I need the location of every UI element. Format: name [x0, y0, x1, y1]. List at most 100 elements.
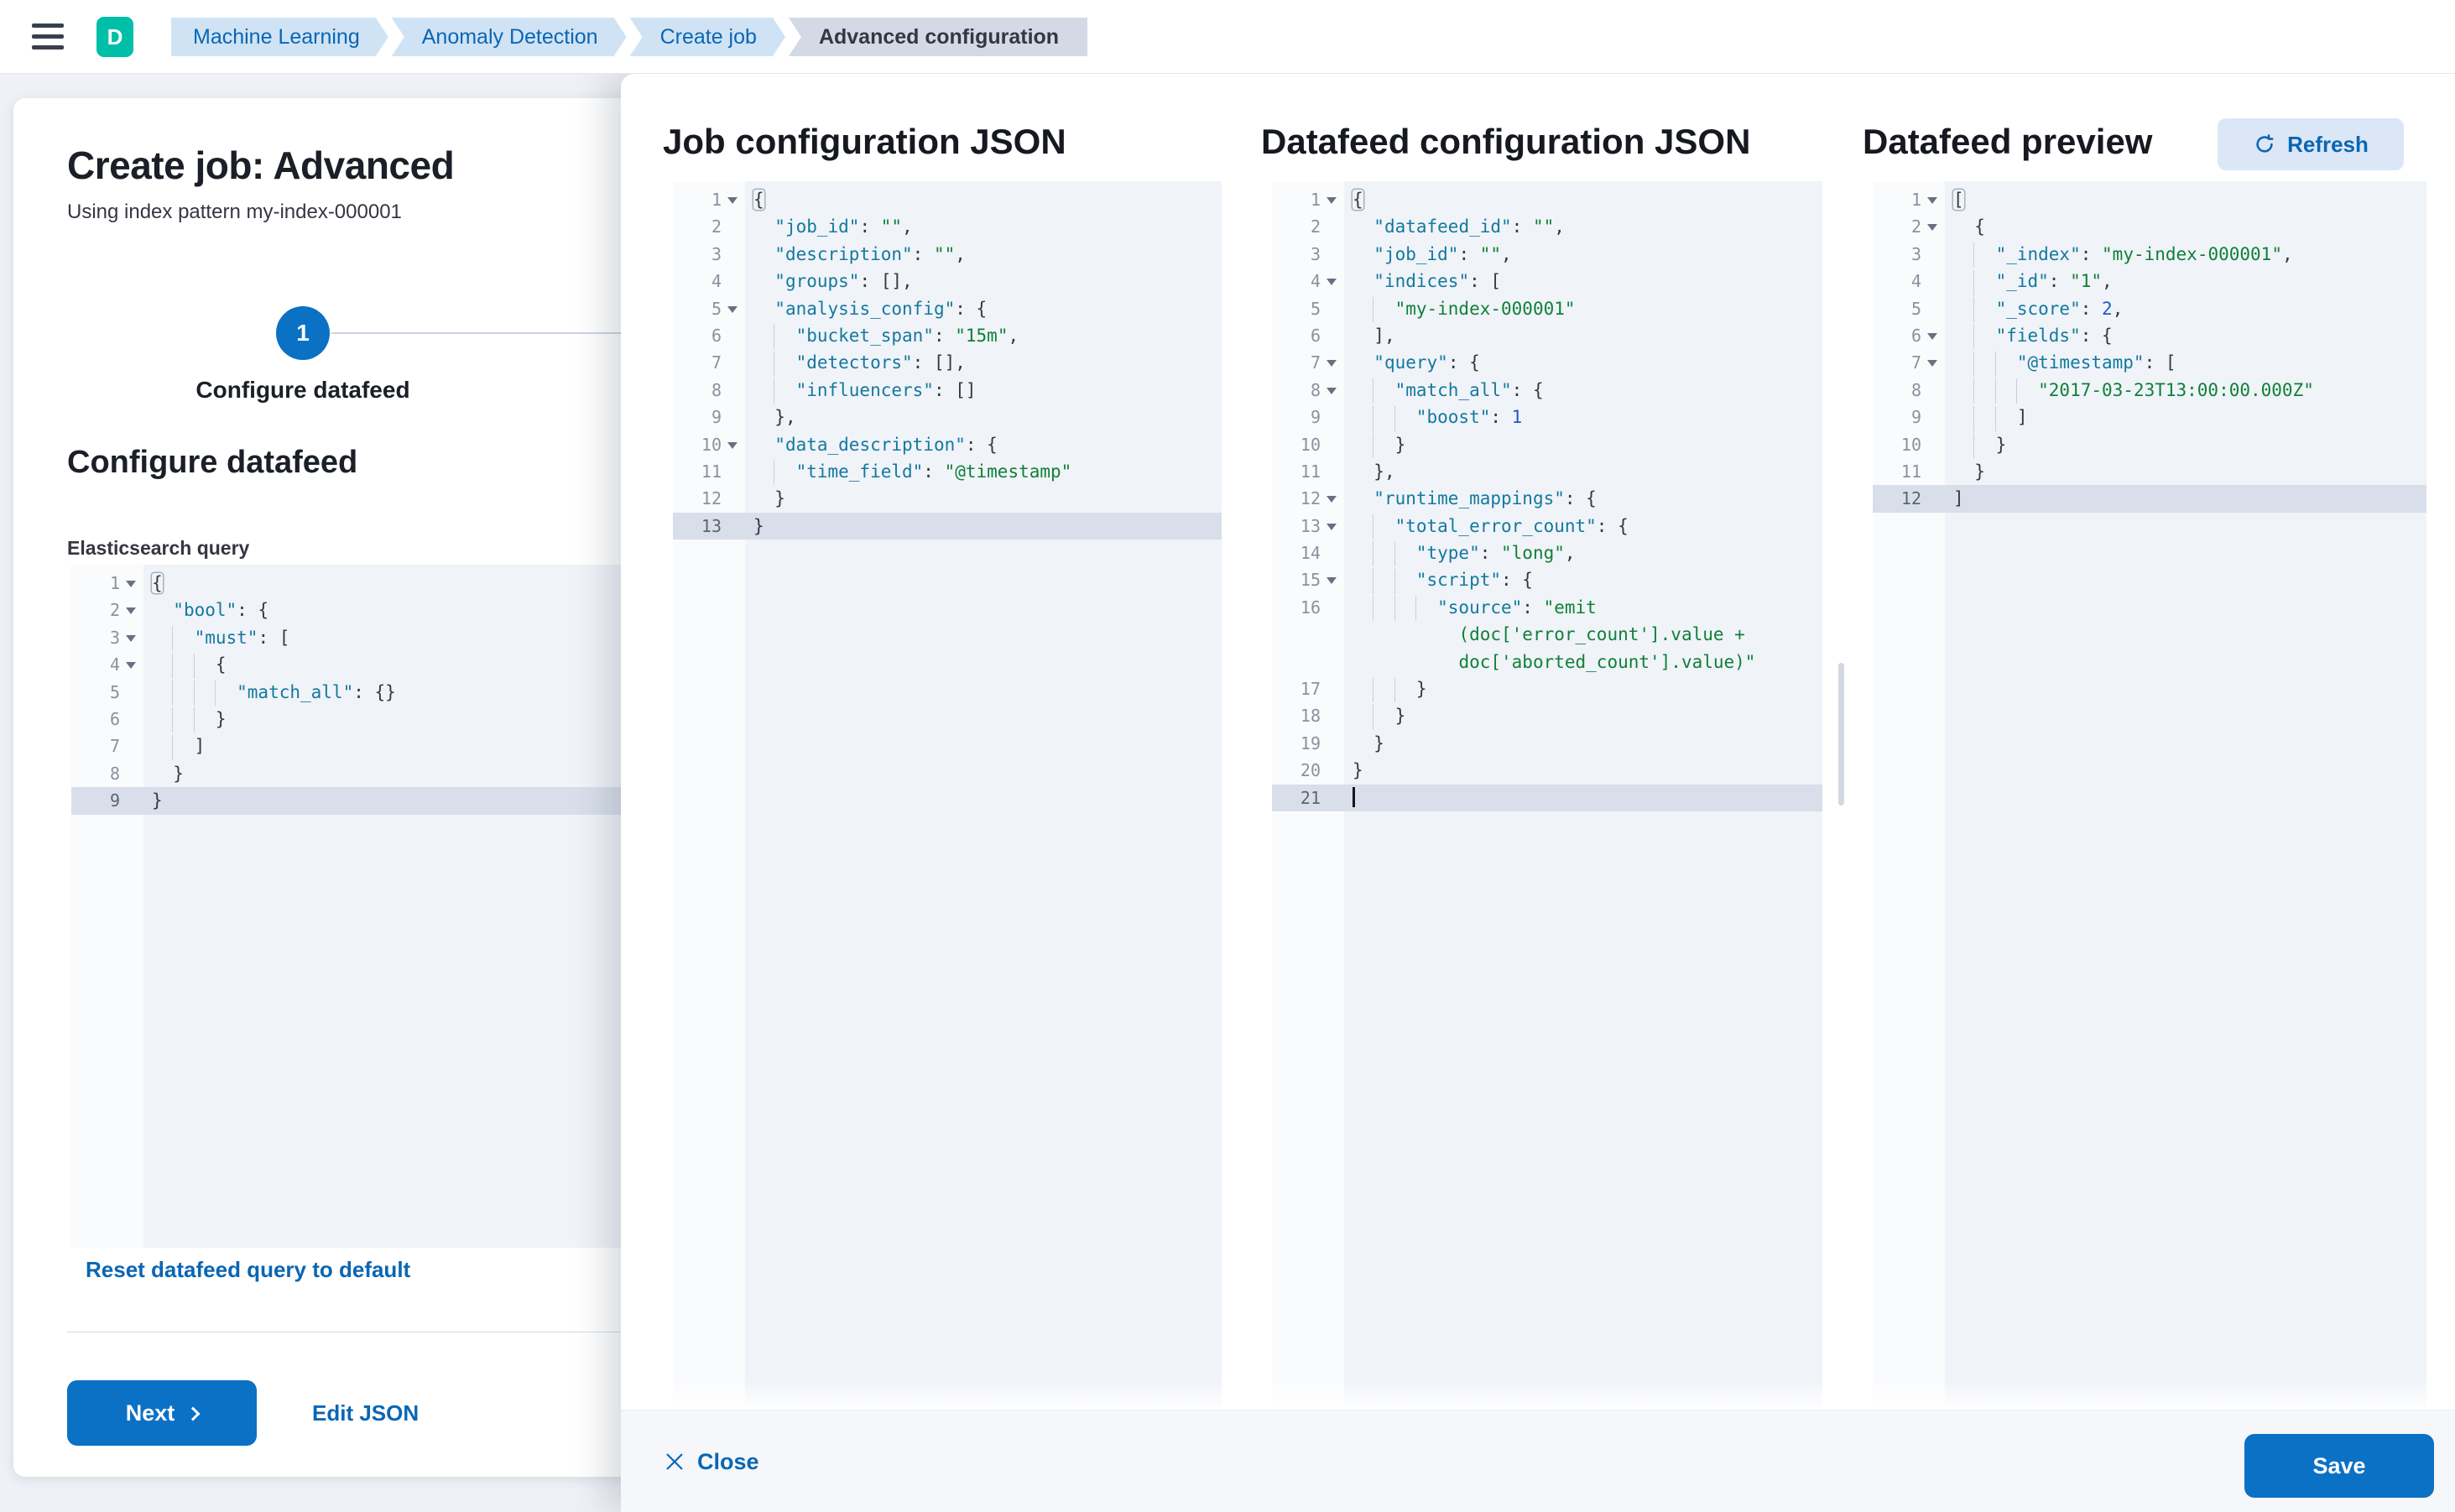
create-job-panel: Create job: Advanced Using index pattern… — [13, 98, 634, 1477]
fold-arrow-icon[interactable] — [1927, 197, 1937, 204]
code-line: 6 "fields": { — [1873, 322, 2426, 349]
code-line: 5 "_score": 2, — [1873, 295, 2426, 322]
user-avatar[interactable]: D — [96, 17, 133, 57]
code-line: 2 "job_id": "", — [711, 216, 913, 237]
fold-arrow-icon[interactable] — [126, 607, 136, 615]
code-line: (doc['error_count'].value + — [1458, 624, 1745, 645]
breadcrumb-anomaly-detection[interactable]: Anomaly Detection — [392, 18, 627, 56]
code-line: 6 } — [71, 706, 621, 733]
job-configuration-json-editor[interactable]: 1{ 2 "job_id": "", 3 "description": "", 4 "… — [673, 181, 1222, 1410]
code-line: 8 "2017-03-23T13:00:00.000Z" — [1873, 377, 2426, 404]
close-button[interactable]: Close — [665, 1439, 759, 1484]
breadcrumb-create-job[interactable]: Create job — [630, 18, 785, 56]
save-button[interactable]: Save — [2244, 1434, 2434, 1498]
code-line: 17 } — [1272, 675, 1822, 702]
code-line: 1[ — [1910, 190, 1964, 210]
next-button-label: Next — [125, 1400, 175, 1426]
code-line: 10 "data_description": { — [701, 434, 998, 455]
menu-hamburger-icon[interactable] — [32, 23, 64, 52]
fold-arrow-icon[interactable] — [126, 662, 136, 670]
code-line: 10 } — [1873, 431, 2426, 458]
code-line: 5 "analysis_config": { — [711, 298, 988, 319]
fold-arrow-icon[interactable] — [1327, 387, 1337, 394]
breadcrumb-machine-learning[interactable]: Machine Learning — [171, 18, 388, 56]
datafeed-preview-editor[interactable]: 1[ 2 { 3 "_index": "my-index-000001",4 "_i… — [1873, 181, 2426, 1410]
datafeed-configuration-json-title: Datafeed configuration JSON — [1261, 122, 1751, 161]
code-line: 2 "datafeed_id": "", — [1310, 216, 1565, 237]
flyout-footer: Close Save — [621, 1410, 2455, 1512]
code-line: 4 "_id": "1", — [1873, 268, 2426, 295]
fold-arrow-icon[interactable] — [727, 305, 738, 313]
fold-arrow-icon[interactable] — [1327, 197, 1337, 204]
code-line: 1{ — [109, 573, 163, 593]
code-line: 14 "type": "long", — [1272, 540, 1822, 566]
code-line: 13 "total_error_count": { — [1272, 513, 1822, 540]
code-line: 1{ — [1310, 190, 1363, 210]
code-line: 6 ], — [1310, 325, 1395, 346]
code-line: 10 } — [1272, 431, 1822, 458]
code-line: 2 { — [1910, 216, 1985, 237]
breadcrumb: Machine Learning Anomaly Detection Creat… — [171, 18, 1088, 56]
breadcrumb-advanced-configuration: Advanced configuration — [788, 18, 1088, 56]
code-line: 13} — [673, 512, 1222, 540]
fold-arrow-icon[interactable] — [126, 634, 136, 642]
code-line: 8 } — [109, 763, 184, 784]
fold-arrow-icon[interactable] — [727, 441, 738, 449]
step-1-indicator[interactable]: 1 — [276, 306, 330, 360]
code-line: 3 "description": "", — [711, 243, 966, 264]
code-line: 5 "match_all": {} — [71, 679, 621, 706]
code-line: 9} — [71, 787, 621, 815]
fold-arrow-icon[interactable] — [1927, 360, 1937, 368]
code-line: 12 "runtime_mappings": { — [1300, 488, 1597, 509]
chevron-right-icon — [185, 1406, 201, 1421]
fold-arrow-icon[interactable] — [1327, 523, 1337, 530]
code-line: 18 } — [1272, 702, 1822, 729]
refresh-icon — [2256, 134, 2274, 153]
code-line: 11 }, — [1300, 461, 1395, 482]
scrollbar-thumb[interactable] — [1838, 663, 1844, 806]
elasticsearch-query-editor[interactable]: 1{2 "bool": {3 "must": [4 {5 "match_all"… — [71, 565, 621, 1248]
next-button[interactable]: Next — [67, 1380, 257, 1446]
code-line: 9 }, — [711, 407, 796, 428]
fold-arrow-icon[interactable] — [1927, 332, 1937, 340]
code-line: 20} — [1300, 760, 1363, 781]
step-progress-line — [331, 332, 621, 334]
fold-arrow-icon[interactable] — [1327, 496, 1337, 503]
datafeed-configuration-json-editor[interactable]: 1{2 "datafeed_id": "",3 "job_id": "",4 "… — [1272, 181, 1822, 1410]
edit-json-link[interactable]: Edit JSON — [312, 1400, 420, 1426]
code-line: 4 { — [71, 651, 621, 678]
code-line: 4 "indices": [ — [1310, 271, 1502, 292]
code-line: 7 "query": { — [1310, 352, 1480, 373]
close-button-label: Close — [697, 1448, 759, 1474]
reset-datafeed-query-link[interactable]: Reset datafeed query to default — [86, 1257, 411, 1282]
code-line: 15 "script": { — [1272, 566, 1822, 593]
advanced-job-flyout: Job configuration JSON Datafeed configur… — [621, 74, 2455, 1512]
code-line: 1{ — [711, 190, 764, 210]
fold-arrow-icon[interactable] — [126, 581, 136, 587]
fold-arrow-icon[interactable] — [1327, 360, 1337, 368]
code-line: 3 "_index": "my-index-000001", — [1873, 241, 2426, 268]
fold-arrow-icon[interactable] — [727, 197, 738, 204]
elasticsearch-query-label: Elasticsearch query — [67, 537, 250, 559]
code-line: 6 "bucket_span": "15m", — [673, 322, 1222, 349]
refresh-button[interactable]: Refresh — [2218, 118, 2404, 170]
code-line: 21 — [1272, 784, 1822, 811]
code-line: 4 "groups": [], — [711, 271, 913, 292]
fold-arrow-icon[interactable] — [1327, 577, 1337, 585]
code-line: 11 } — [1900, 461, 1985, 482]
fold-arrow-icon[interactable] — [1327, 279, 1337, 286]
code-line: 12 } — [701, 488, 785, 509]
code-line: 12] — [1873, 485, 2426, 513]
code-line: 8 "influencers": [] — [673, 377, 1222, 404]
top-navigation-bar: D Machine Learning Anomaly Detection Cre… — [0, 0, 2455, 74]
code-line: 9 ] — [1873, 404, 2426, 430]
code-line: 7 ] — [71, 733, 621, 759]
configure-datafeed-heading: Configure datafeed — [67, 445, 358, 480]
datafeed-preview-title: Datafeed preview — [1863, 122, 2153, 161]
fold-arrow-icon[interactable] — [1927, 224, 1937, 232]
job-configuration-json-title: Job configuration JSON — [663, 122, 1066, 161]
code-line: 2 "bool": { — [109, 600, 269, 621]
text-cursor — [1353, 786, 1355, 807]
code-line: 5 "my-index-000001" — [1272, 295, 1822, 322]
page-title: Create job: Advanced — [67, 143, 455, 187]
